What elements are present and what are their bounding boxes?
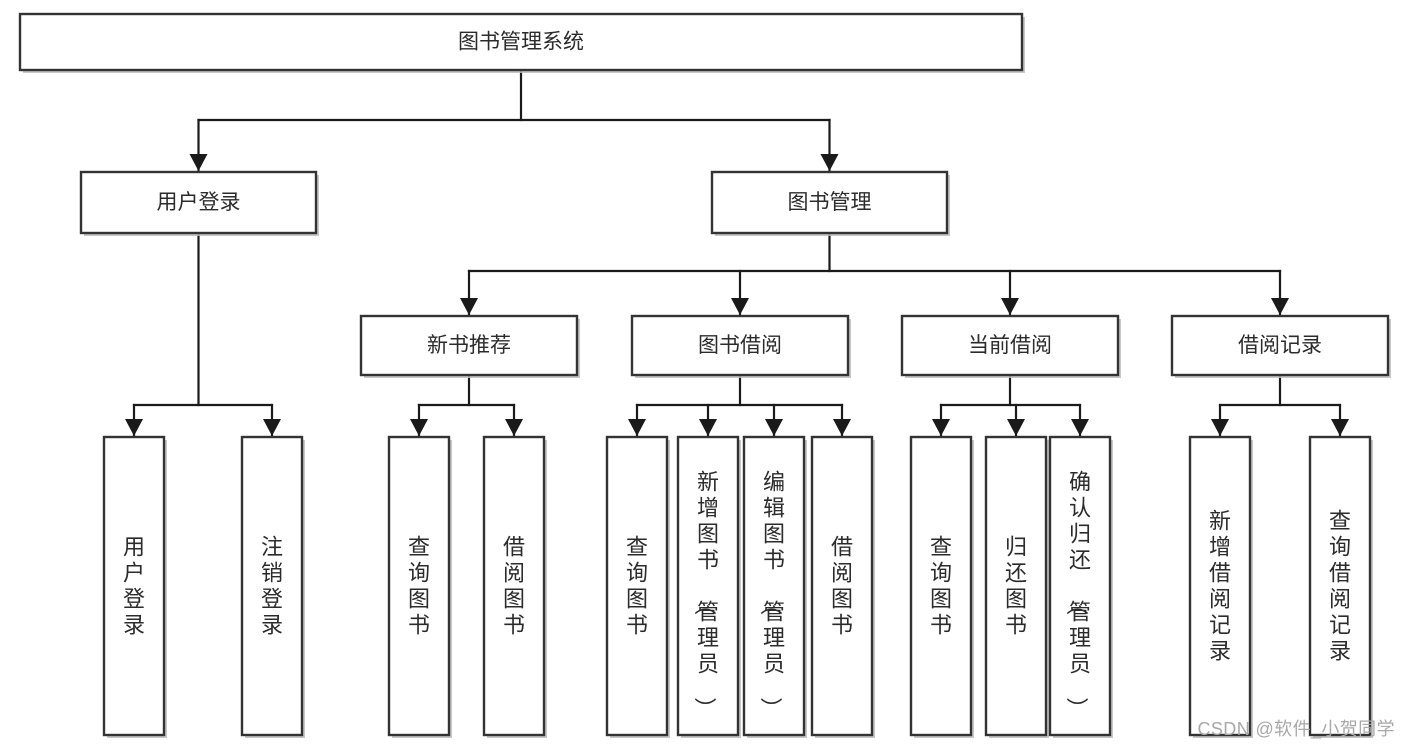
node-rect bbox=[387, 435, 451, 737]
node-label: 图书借阅 bbox=[698, 334, 782, 357]
node-rect bbox=[1308, 435, 1372, 737]
arrow-head-icon bbox=[460, 298, 478, 315]
arrow-head-icon bbox=[1211, 419, 1229, 436]
node-rect bbox=[710, 170, 949, 235]
node-rect bbox=[900, 314, 1120, 377]
node-leaf-query-book-current[interactable]: 查询图书 bbox=[909, 435, 974, 738]
arrow-head-icon bbox=[765, 419, 783, 436]
node-leaf-borrow-book[interactable]: 借阅图书 bbox=[810, 435, 875, 738]
node-label: 借阅图书 bbox=[831, 534, 853, 637]
arrow-head-icon bbox=[505, 419, 523, 436]
node-rect bbox=[1188, 435, 1252, 737]
node-label: 用户登录 bbox=[123, 534, 145, 637]
node-rect bbox=[742, 435, 806, 737]
csdn-watermark: CSDN @软件_小贺同学 bbox=[1197, 719, 1395, 739]
arrow-head-icon bbox=[1001, 298, 1019, 315]
node-leaf-add-borrow-record[interactable]: 新增借阅记录 bbox=[1188, 435, 1253, 738]
node-rect bbox=[240, 435, 304, 737]
node-current-borrow[interactable]: 当前借阅 bbox=[900, 314, 1121, 378]
node-rect bbox=[1048, 435, 1112, 737]
node-book-manage[interactable]: 图书管理 bbox=[710, 170, 950, 236]
arrow-head-icon bbox=[410, 419, 428, 436]
connector-borrow-record-to-leaves bbox=[1211, 373, 1349, 438]
arrow-head-icon bbox=[1007, 419, 1025, 436]
arrow-head-icon bbox=[125, 419, 143, 436]
connector-new-book-recommend-to-leaves bbox=[410, 373, 523, 438]
arrow-head-icon bbox=[628, 419, 646, 436]
node-label: 新增图书（管理员） bbox=[692, 469, 719, 719]
node-label: 图书管理系统 bbox=[458, 31, 584, 54]
node-leaf-return-book[interactable]: 归还图书 bbox=[984, 435, 1049, 738]
node-rect bbox=[1170, 314, 1390, 377]
arrow-head-icon bbox=[189, 154, 208, 171]
arrow-head-icon bbox=[1331, 419, 1349, 436]
node-new-book-recommend[interactable]: 新书推荐 bbox=[359, 314, 580, 378]
node-label: 查询图书 bbox=[930, 534, 952, 637]
node-root-root[interactable]: 图书管理系统 bbox=[18, 12, 1025, 73]
node-leaf-add-book-admin[interactable]: 新增图书（管理员） bbox=[676, 435, 741, 738]
node-leaf-user-login[interactable]: 用户登录 bbox=[102, 435, 167, 738]
node-rect bbox=[984, 435, 1048, 737]
node-rect bbox=[676, 435, 740, 737]
node-label: 借阅记录 bbox=[1238, 334, 1322, 357]
connector-current-borrow-to-leaves bbox=[932, 373, 1089, 438]
nodes-layer: 图书管理系统用户登录图书管理新书推荐图书借阅当前借阅借阅记录用户登录注销登录查询… bbox=[18, 12, 1391, 738]
arrow-head-icon bbox=[699, 419, 717, 436]
node-leaf-edit-book-admin[interactable]: 编辑图书（管理员） bbox=[742, 435, 807, 738]
node-label: 借阅图书 bbox=[503, 534, 525, 637]
node-book-borrow[interactable]: 图书借阅 bbox=[630, 314, 851, 378]
node-label: 新增借阅记录 bbox=[1209, 508, 1231, 663]
node-rect bbox=[909, 435, 973, 737]
node-rect bbox=[605, 435, 669, 737]
node-label: 新书推荐 bbox=[427, 334, 511, 357]
node-rect bbox=[359, 314, 579, 377]
node-label: 查询借阅记录 bbox=[1329, 508, 1351, 663]
node-label: 归还图书 bbox=[1005, 534, 1027, 637]
connector-book-manage-to-level3 bbox=[460, 231, 1289, 317]
node-borrow-record[interactable]: 借阅记录 bbox=[1170, 314, 1391, 378]
node-rect bbox=[630, 314, 850, 377]
node-rect bbox=[810, 435, 874, 737]
connector-book-borrow-to-leaves bbox=[628, 373, 851, 438]
arrow-head-icon bbox=[731, 298, 749, 315]
node-label: 编辑图书（管理员） bbox=[758, 469, 785, 719]
node-rect bbox=[482, 435, 546, 737]
node-label: 确认归还（管理员） bbox=[1064, 469, 1091, 719]
node-leaf-borrow-book-recommend[interactable]: 借阅图书 bbox=[482, 435, 547, 738]
arrow-head-icon bbox=[820, 154, 839, 171]
node-label: 当前借阅 bbox=[968, 334, 1052, 357]
connector-user-login-to-leaves bbox=[125, 231, 281, 438]
arrow-head-icon bbox=[1071, 419, 1089, 436]
node-leaf-query-book-borrow[interactable]: 查询图书 bbox=[605, 435, 670, 738]
node-user-login[interactable]: 用户登录 bbox=[79, 170, 319, 236]
arrow-head-icon bbox=[932, 419, 950, 436]
arrow-head-icon bbox=[833, 419, 851, 436]
node-label: 查询图书 bbox=[408, 534, 430, 637]
node-label: 图书管理 bbox=[788, 191, 872, 214]
node-rect bbox=[18, 12, 1024, 72]
node-label: 用户登录 bbox=[157, 191, 241, 214]
node-leaf-logout-login[interactable]: 注销登录 bbox=[240, 435, 305, 738]
node-rect bbox=[102, 435, 166, 737]
connector-lines-layer bbox=[125, 68, 1349, 438]
connector-root-to-level2 bbox=[189, 68, 839, 173]
node-leaf-query-borrow-record[interactable]: 查询借阅记录 bbox=[1308, 435, 1373, 738]
arrow-head-icon bbox=[263, 419, 281, 436]
node-rect bbox=[79, 170, 318, 235]
node-leaf-confirm-return-admin[interactable]: 确认归还（管理员） bbox=[1048, 435, 1113, 738]
arrow-head-icon bbox=[1271, 298, 1289, 315]
node-label: 注销登录 bbox=[261, 534, 283, 637]
node-label: 查询图书 bbox=[626, 534, 648, 637]
node-leaf-query-book-recommend[interactable]: 查询图书 bbox=[387, 435, 452, 738]
